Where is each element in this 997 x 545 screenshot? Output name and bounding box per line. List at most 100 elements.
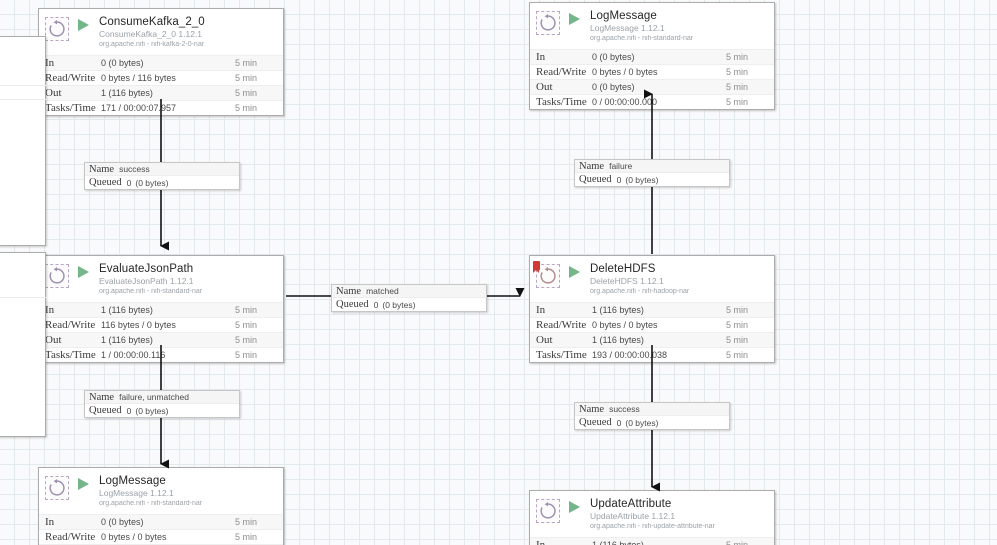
run-status-play-icon bbox=[568, 12, 586, 31]
stat-interval: 5 min bbox=[726, 320, 749, 330]
stat-row: Out 0 (0 bytes) 5 min bbox=[530, 79, 774, 94]
connection-success-hdfs[interactable]: Name success Queued 0 (0 bytes) bbox=[574, 402, 730, 430]
stat-label-out: Out bbox=[536, 81, 553, 93]
connection-relationship: failure, unmatched bbox=[119, 392, 190, 402]
run-status-play-icon bbox=[77, 477, 95, 496]
processor-icon bbox=[45, 476, 69, 500]
connection-queued-row: Queued 0 (0 bytes) bbox=[332, 298, 486, 311]
run-status-play-icon bbox=[77, 265, 95, 284]
processor-delete-hdfs[interactable]: DeleteHDFS DeleteHDFS 1.12.1 org.apache.… bbox=[529, 255, 775, 363]
stat-label-read-write: Read/Write bbox=[45, 72, 96, 84]
stat-value-in: 0 (0 bytes) bbox=[101, 58, 144, 68]
stat-row: Read/Write 0 bytes / 0 bytes 5 min bbox=[530, 64, 774, 79]
stat-row: Out 1 (116 bytes) 5 min bbox=[530, 332, 774, 347]
connection-name-row: Name matched bbox=[332, 285, 486, 298]
stat-row: Out 1 (116 bytes) 5 min bbox=[39, 332, 283, 347]
connection-relationship: failure bbox=[609, 161, 633, 171]
stat-label-out: Out bbox=[45, 87, 62, 99]
stat-value-in: 1 (116 bytes) bbox=[101, 305, 153, 315]
stat-interval: 5 min bbox=[235, 73, 258, 83]
processor-icon bbox=[536, 499, 560, 523]
stat-interval: 5 min bbox=[726, 305, 749, 315]
connection-success-kafka[interactable]: Name success Queued 0 (0 bytes) bbox=[84, 162, 240, 190]
stat-row: Read/Write 116 bytes / 0 bytes 5 min bbox=[39, 317, 283, 332]
connection-queued-size: (0 bytes) bbox=[135, 177, 169, 188]
stat-value-tasks-time: 193 / 00:00:00.038 bbox=[592, 350, 668, 360]
processor-name: UpdateAttribute bbox=[590, 498, 672, 510]
processor-type: LogMessage 1.12.1 bbox=[590, 24, 665, 33]
stat-row: In 0 (0 bytes) 5 min bbox=[39, 55, 283, 70]
stat-interval: 5 min bbox=[726, 540, 749, 545]
processor-header: EvaluateJsonPath EvaluateJsonPath 1.12.1… bbox=[39, 256, 283, 302]
processor-header: ConsumeKafka_2_0 ConsumeKafka_2_0 1.12.1… bbox=[39, 9, 283, 55]
stat-label-tasks-time: Tasks/Time bbox=[536, 349, 587, 361]
stat-value-in: 0 (0 bytes) bbox=[592, 52, 635, 62]
processor-evaluate-json-path[interactable]: EvaluateJsonPath EvaluateJsonPath 1.12.1… bbox=[38, 255, 284, 363]
processor-name: LogMessage bbox=[99, 475, 166, 487]
processor-type: UpdateAttribute 1.12.1 bbox=[590, 512, 676, 521]
connection-name-row: Name success bbox=[575, 403, 729, 416]
stat-label-in: In bbox=[536, 51, 546, 63]
stat-value-out: 1 (116 bytes) bbox=[101, 88, 153, 98]
connection-name-row: Name failure, unmatched bbox=[85, 391, 239, 404]
stat-label-tasks-time: Tasks/Time bbox=[45, 349, 96, 361]
connection-queued-count: 0 bbox=[616, 174, 622, 185]
processor-name: DeleteHDFS bbox=[590, 263, 656, 275]
stat-label-in: In bbox=[45, 57, 55, 69]
stat-label-read-write: Read/Write bbox=[536, 319, 587, 331]
processor-name: EvaluateJsonPath bbox=[99, 263, 194, 275]
connection-failure-unmatched[interactable]: Name failure, unmatched Queued 0 (0 byte… bbox=[84, 390, 240, 418]
stat-value-in: 0 (0 bytes) bbox=[101, 517, 144, 527]
stat-interval: 5 min bbox=[235, 517, 258, 527]
stat-label-read-write: Read/Write bbox=[45, 319, 96, 331]
stat-interval: 5 min bbox=[726, 82, 749, 92]
connection-relationship: matched bbox=[366, 286, 399, 296]
connection-failure-hdfs[interactable]: Name failure Queued 0 (0 bytes) bbox=[574, 159, 730, 187]
run-status-play-icon bbox=[568, 265, 586, 284]
processor-update-attribute[interactable]: UpdateAttribute UpdateAttribute 1.12.1 o… bbox=[529, 490, 775, 545]
connection-queued-label: Queued bbox=[89, 177, 122, 188]
connection-queued-row: Queued 0 (0 bytes) bbox=[575, 173, 729, 186]
stat-label-in: In bbox=[45, 304, 55, 316]
stat-row: Tasks/Time 171 / 00:00:07.957 5 min bbox=[39, 100, 283, 115]
stat-label-read-write: Read/Write bbox=[45, 531, 96, 543]
stat-label-in: In bbox=[536, 539, 546, 545]
stat-value-out: 1 (116 bytes) bbox=[101, 335, 153, 345]
offscreen-divider bbox=[0, 297, 47, 298]
processor-type: ConsumeKafka_2_0 1.12.1 bbox=[99, 30, 203, 39]
connection-queued-label: Queued bbox=[89, 405, 122, 416]
offscreen-divider bbox=[0, 99, 47, 100]
processor-bundle: org.apache.nifi - nifi-standard-nar bbox=[590, 34, 694, 42]
processor-log-message-bottom[interactable]: LogMessage LogMessage 1.12.1 org.apache.… bbox=[38, 467, 284, 545]
offscreen-divider bbox=[0, 85, 47, 86]
processor-type: LogMessage 1.12.1 bbox=[99, 489, 174, 498]
stat-value-read-write: 116 bytes / 0 bytes bbox=[101, 320, 176, 330]
connection-queued-count: 0 bbox=[126, 177, 132, 188]
processor-bundle: org.apache.nifi - nifi-kafka-2-0-nar bbox=[99, 40, 205, 48]
stat-row: Read/Write 0 bytes / 0 bytes 5 min bbox=[530, 317, 774, 332]
run-status-play-icon bbox=[77, 18, 95, 37]
processor-consume-kafka[interactable]: ConsumeKafka_2_0 ConsumeKafka_2_0 1.12.1… bbox=[38, 8, 284, 116]
stat-value-in: 1 (116 bytes) bbox=[592, 540, 644, 545]
stat-row: In 0 (0 bytes) 5 min bbox=[530, 49, 774, 64]
offscreen-processor-middle[interactable] bbox=[0, 252, 47, 437]
stat-label-out: Out bbox=[45, 334, 62, 346]
offscreen-processor-top[interactable] bbox=[0, 36, 47, 246]
bulletin-indicator-icon[interactable] bbox=[533, 261, 540, 273]
processor-log-message-top[interactable]: LogMessage LogMessage 1.12.1 org.apache.… bbox=[529, 2, 775, 110]
connection-queued-size: (0 bytes) bbox=[625, 417, 659, 428]
stat-row: Tasks/Time 0 / 00:00:00.000 5 min bbox=[530, 94, 774, 109]
stat-interval: 5 min bbox=[726, 335, 749, 345]
processor-bundle: org.apache.nifi - nifi-standard-nar bbox=[99, 499, 203, 507]
stat-value-tasks-time: 1 / 00:00:00.116 bbox=[101, 350, 166, 360]
connection-queued-count: 0 bbox=[126, 405, 132, 416]
processor-name: ConsumeKafka_2_0 bbox=[99, 16, 205, 28]
stat-value-read-write: 0 bytes / 116 bytes bbox=[101, 73, 176, 83]
stat-interval: 5 min bbox=[235, 305, 258, 315]
stat-label-tasks-time: Tasks/Time bbox=[45, 102, 96, 114]
connection-matched[interactable]: Name matched Queued 0 (0 bytes) bbox=[331, 284, 487, 312]
connection-name-label: Name bbox=[579, 160, 605, 172]
processor-type: DeleteHDFS 1.12.1 bbox=[590, 277, 664, 286]
connection-relationship: success bbox=[119, 164, 150, 174]
